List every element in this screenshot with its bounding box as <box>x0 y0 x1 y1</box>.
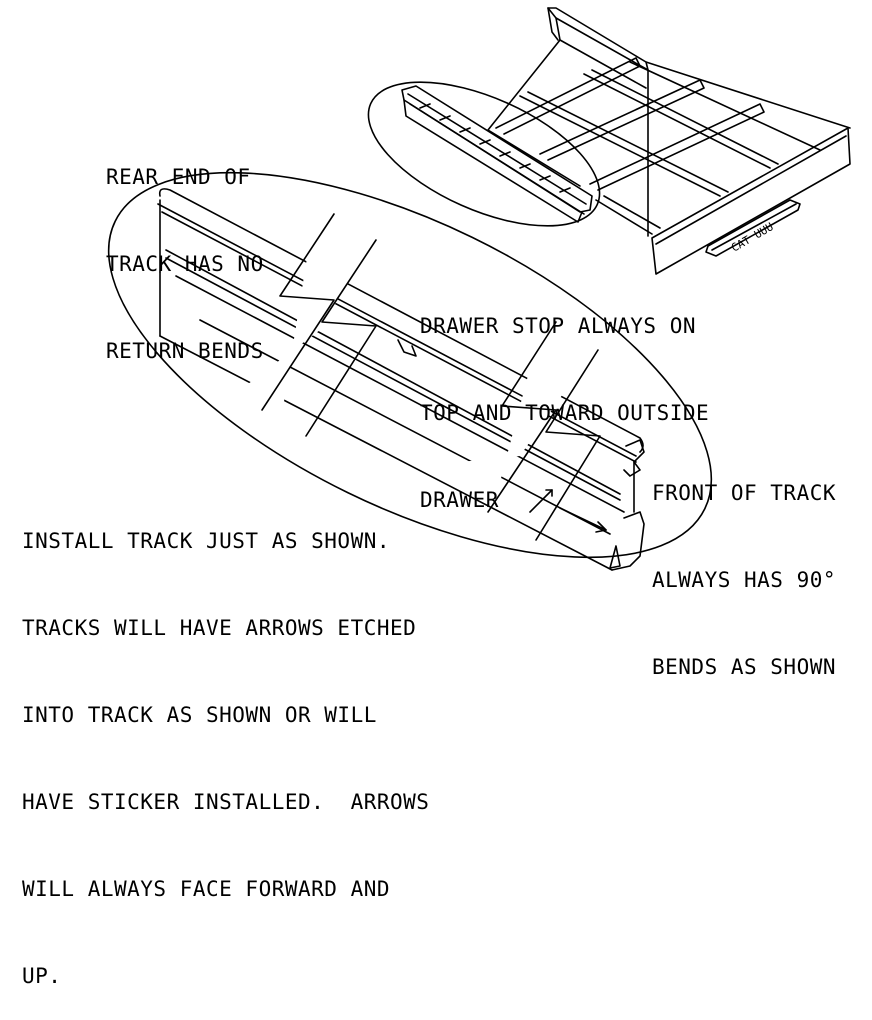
rear-end-note-line-3: RETURN BENDS <box>106 339 264 363</box>
drawer-stop-note-line-1: DRAWER STOP ALWAYS ON <box>420 314 697 338</box>
install-line-4: HAVE STICKER INSTALLED. ARROWS <box>22 790 430 814</box>
drawer-stop-note-line-3: DRAWER <box>420 488 499 512</box>
front-note-line-3: BENDS AS SHOWN <box>652 655 837 679</box>
front-note-line-1: FRONT OF TRACK <box>652 481 837 505</box>
front-of-track-note: FRONT OF TRACK ALWAYS HAS 90° BENDS AS S… <box>652 421 836 711</box>
install-line-2: TRACKS WILL HAVE ARROWS ETCHED <box>22 616 417 640</box>
track-detail-ellipse <box>107 171 713 559</box>
drawer-stop-note: DRAWER STOP ALWAYS ON TOP AND TOWARD OUT… <box>420 254 709 544</box>
install-line-6: UP. <box>22 964 62 988</box>
front-note-line-2: ALWAYS HAS 90° <box>652 568 837 592</box>
install-line-1: INSTALL TRACK JUST AS SHOWN. <box>22 529 391 553</box>
rear-end-note: REAR END OF TRACK HAS NO RETURN BENDS <box>106 105 264 395</box>
rear-track-callout-ellipse <box>367 81 601 227</box>
rear-end-note-line-2: TRACK HAS NO <box>106 252 264 276</box>
drawer-stop-note-line-2: TOP AND TOWARD OUTSIDE <box>420 401 710 425</box>
track-detail <box>157 188 645 571</box>
rear-end-note-line-1: REAR END OF <box>106 165 251 189</box>
drawer-illustration: CAT UUU <box>401 7 851 275</box>
install-line-3: INTO TRACK AS SHOWN OR WILL <box>22 703 377 727</box>
drawer-track-diagram: CAT UUU <box>107 7 851 571</box>
break-lines <box>240 213 601 541</box>
install-line-5: WILL ALWAYS FACE FORWARD AND <box>22 877 391 901</box>
install-instructions: INSTALL TRACK JUST AS SHOWN. TRACKS WILL… <box>22 469 429 1020</box>
